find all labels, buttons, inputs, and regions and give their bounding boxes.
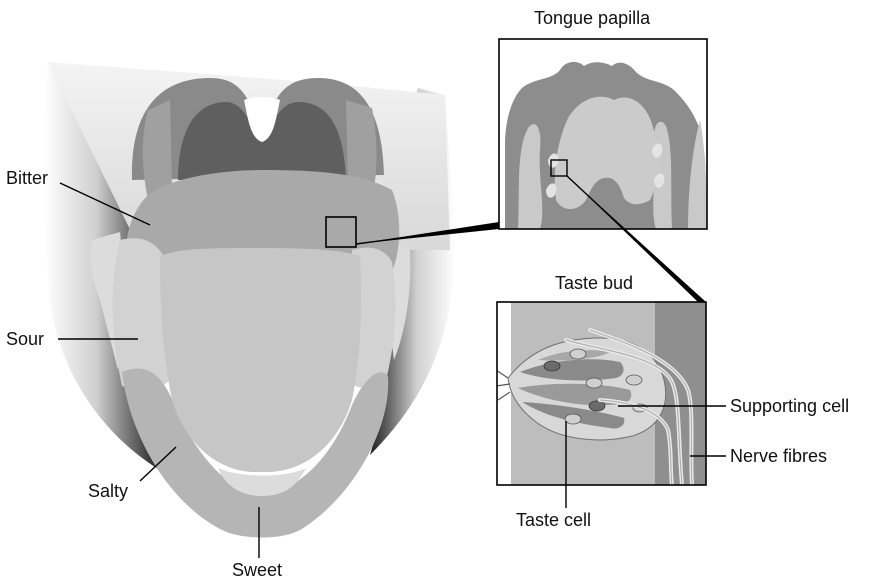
label-sour: Sour — [6, 329, 44, 349]
label-bitter: Bitter — [6, 168, 48, 188]
label-salty: Salty — [88, 481, 128, 501]
tongue-illustration — [44, 62, 455, 538]
taste-bud-inset — [496, 302, 706, 485]
label-taste-cell: Taste cell — [516, 510, 591, 530]
label-sweet: Sweet — [232, 560, 282, 580]
label-nerve-fibres: Nerve fibres — [730, 446, 827, 466]
label-taste-bud: Taste bud — [555, 273, 633, 293]
bud-left-band — [497, 302, 511, 485]
papilla-inset — [499, 39, 707, 229]
label-tongue-papilla: Tongue papilla — [534, 8, 651, 28]
label-supporting-cell: Supporting cell — [730, 396, 849, 416]
